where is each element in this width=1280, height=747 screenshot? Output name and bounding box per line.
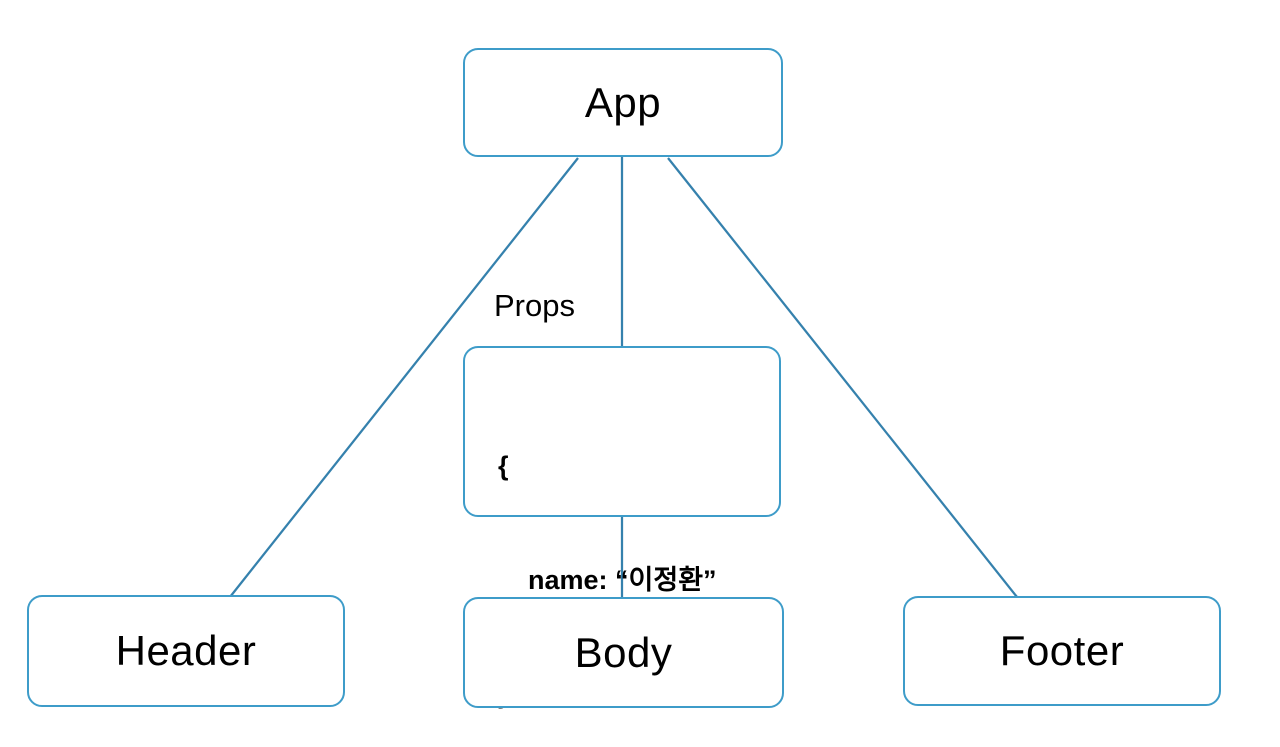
- node-header: Header: [27, 595, 345, 707]
- props-open-brace: {: [498, 451, 509, 481]
- node-app-label: App: [584, 78, 662, 126]
- node-body: Body: [463, 597, 784, 708]
- props-label: Props: [494, 288, 575, 323]
- node-footer-label: Footer: [999, 627, 1125, 674]
- node-header-label: Header: [115, 627, 257, 674]
- props-box: { name: “이정환” }: [463, 346, 781, 709]
- props-code-block: { name: “이정환” }: [465, 348, 717, 747]
- connector-app-header: [229, 157, 579, 598]
- node-app: App: [463, 48, 783, 157]
- connector-app-footer: [667, 157, 1018, 598]
- node-body-label: Body: [574, 628, 673, 676]
- props-entry-name: name: “이정환”: [528, 565, 717, 595]
- node-footer: Footer: [903, 596, 1221, 706]
